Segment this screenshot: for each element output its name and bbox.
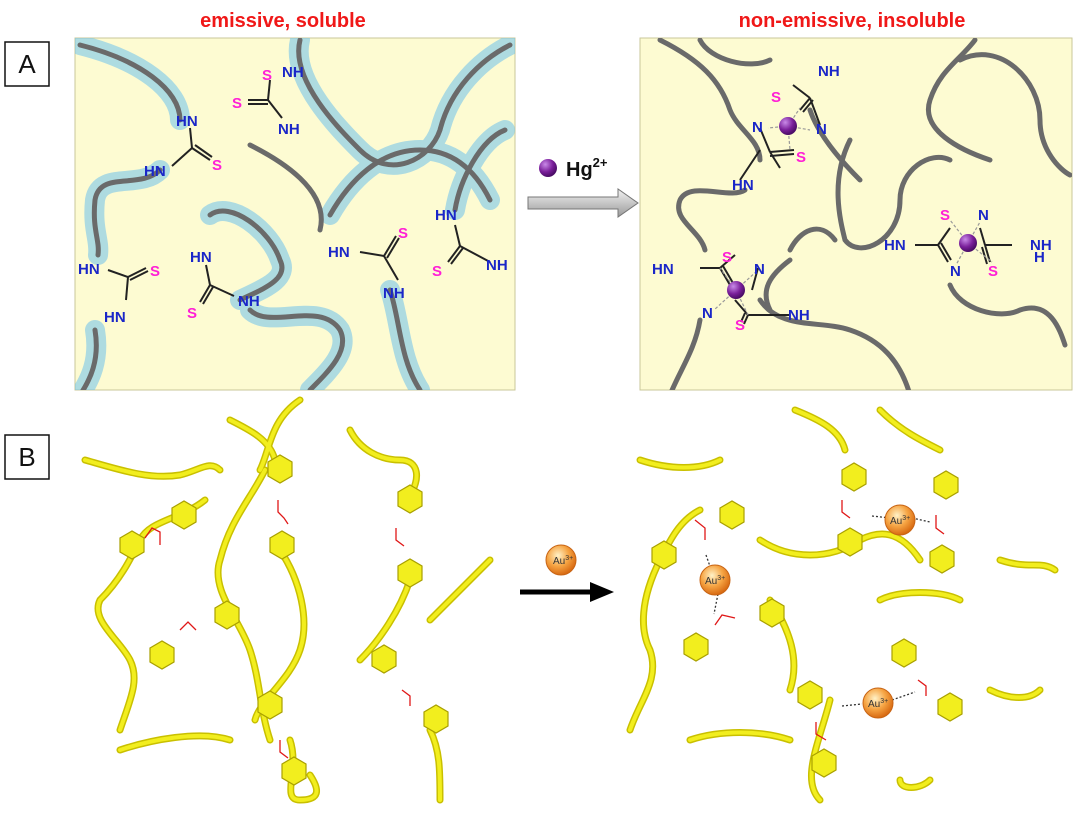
emissive-panel: S NH S NH HN HN S HN S HN HN NH S S HN N… bbox=[74, 37, 516, 391]
s-atom: S bbox=[796, 149, 806, 166]
panel-a-label: A bbox=[18, 49, 36, 79]
nh-atom: NH bbox=[788, 307, 810, 324]
n-atom: N bbox=[754, 261, 765, 278]
s-atom: S bbox=[940, 207, 950, 224]
n-atom: N bbox=[702, 305, 713, 322]
hg-label: Hg2+ bbox=[566, 155, 608, 181]
free-polymer-network bbox=[81, 396, 494, 804]
n-atom: N bbox=[950, 263, 961, 280]
n-atom: N bbox=[978, 207, 989, 224]
s-atom: S bbox=[150, 263, 160, 280]
au-reaction-arrow bbox=[520, 582, 614, 602]
s-atom: S bbox=[398, 225, 408, 242]
hn-atom: HN bbox=[884, 237, 906, 254]
s-atom: S bbox=[735, 317, 745, 334]
nh-atom: NH bbox=[238, 293, 260, 310]
panel-a-label-box bbox=[4, 41, 50, 87]
left-heading: emissive, soluble bbox=[200, 10, 366, 32]
thiourea-bonds-left bbox=[107, 79, 491, 305]
hn-atom: HN bbox=[78, 261, 100, 278]
hg-ion-icon bbox=[539, 159, 557, 177]
hn-atom: HN bbox=[435, 207, 457, 224]
au-ion: Au3+ bbox=[862, 687, 894, 719]
nh-atom: NH bbox=[282, 64, 304, 81]
hn-atom: HN bbox=[732, 177, 754, 194]
au-crosslinked-network: Au3+ Au3+ Au3+ bbox=[626, 406, 1059, 804]
au-ion-icon bbox=[545, 544, 577, 576]
s-atom: S bbox=[212, 157, 222, 174]
s-atom: S bbox=[988, 263, 998, 280]
hn-atom: HN bbox=[328, 244, 350, 261]
au-ion: Au3+ bbox=[884, 504, 916, 536]
s-atom: S bbox=[722, 249, 732, 266]
s-atom: S bbox=[232, 95, 242, 112]
right-heading: non-emissive, insoluble bbox=[739, 10, 966, 32]
h-atom: H bbox=[1034, 249, 1045, 266]
hg-reaction-arrow bbox=[527, 188, 639, 218]
n-atom: N bbox=[816, 121, 827, 138]
hg-complex: HN S N N S NH bbox=[652, 249, 810, 334]
s-atom: S bbox=[771, 89, 781, 106]
hn-atom: HN bbox=[144, 163, 166, 180]
svg-text:Au3+: Au3+ bbox=[705, 575, 725, 587]
panel-b-label-box bbox=[4, 434, 50, 480]
svg-text:Au3+: Au3+ bbox=[890, 515, 910, 527]
au-label: Au3+ bbox=[553, 555, 573, 567]
nh-atom: NH bbox=[1030, 237, 1052, 254]
panel-b-label: B bbox=[18, 442, 35, 472]
s-atom: S bbox=[187, 305, 197, 322]
nh-atom: NH bbox=[383, 285, 405, 302]
polymer-chains-grey bbox=[657, 38, 1072, 390]
non-emissive-panel: NH S N N S HN HN S N N S bbox=[639, 37, 1073, 391]
nh-atom: NH bbox=[278, 121, 300, 138]
svg-text:Au3+: Au3+ bbox=[868, 698, 888, 710]
polymer-chains-grey bbox=[77, 38, 513, 390]
hn-atom: HN bbox=[652, 261, 674, 278]
hg-complex: NH S N N S HN bbox=[732, 63, 840, 194]
au-ion: Au3+ bbox=[699, 564, 731, 596]
hn-atom: HN bbox=[176, 113, 198, 130]
n-atom: N bbox=[752, 119, 763, 136]
s-atom: S bbox=[432, 263, 442, 280]
s-atom: S bbox=[262, 67, 272, 84]
nh-atom: NH bbox=[486, 257, 508, 274]
hn-atom: HN bbox=[104, 309, 126, 326]
nh-atom: NH bbox=[818, 63, 840, 80]
hg-complex: HN S N N S NH H bbox=[884, 207, 1052, 280]
hn-atom: HN bbox=[190, 249, 212, 266]
